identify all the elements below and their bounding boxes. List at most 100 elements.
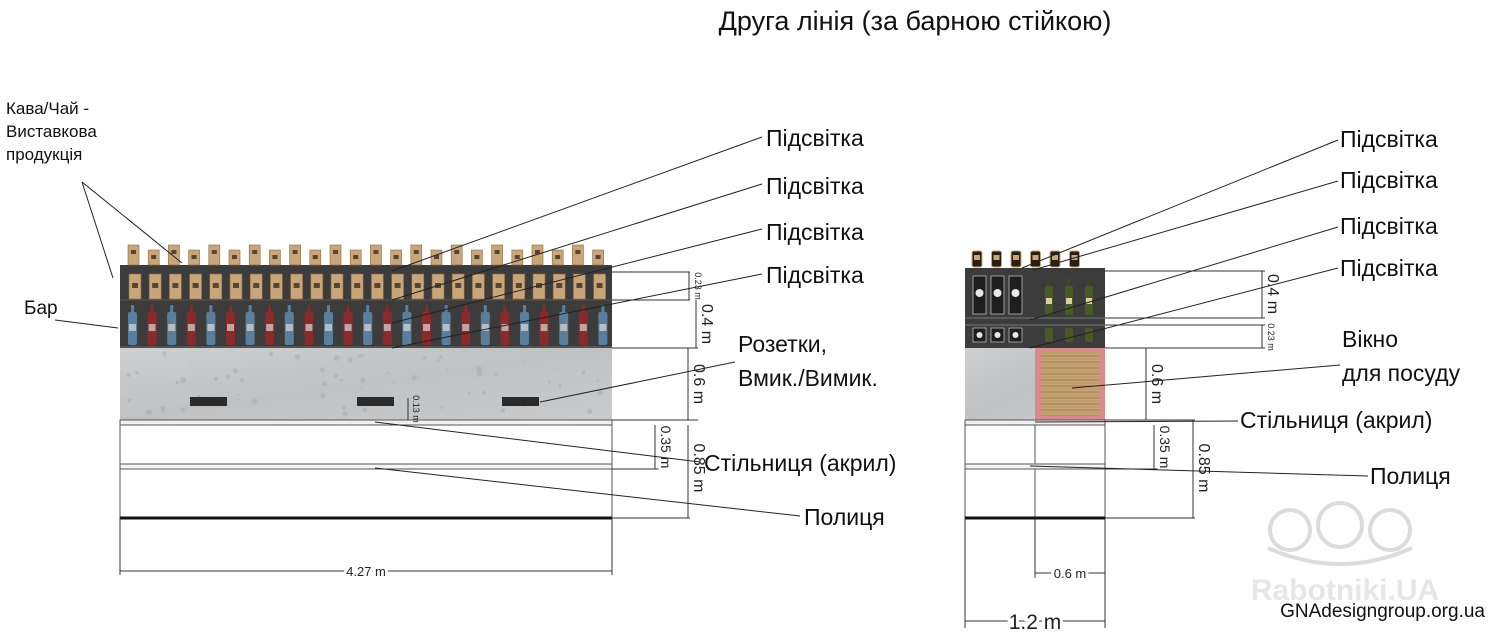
wall-speckle (340, 356, 343, 359)
wall-speckle (554, 368, 557, 370)
wall-speckle (467, 391, 471, 395)
bottle-neck (131, 305, 134, 312)
bottle-label (207, 324, 215, 331)
callout-light-2: Підсвітка (766, 173, 864, 199)
right-elevation: 0.6 m 1.2 m 0.4 m 0.23 m 0.6 m 0.35 m 0.… (964, 126, 1461, 637)
product-box-label (576, 283, 583, 288)
wall-speckle (475, 366, 482, 372)
top-box (208, 244, 221, 266)
bottle-label (285, 324, 293, 331)
wall-speckle (360, 353, 364, 357)
bottle-label (227, 324, 234, 331)
bottle-label (579, 324, 587, 331)
right-dim-lower-shelf: 0.23 m (1266, 323, 1276, 351)
wine-neck (1087, 278, 1090, 286)
bottle-neck (562, 305, 566, 312)
right-dim-countertop-gap: 0.35 m (1157, 426, 1173, 469)
callout-coffee-tea-line3: продукція (6, 145, 82, 164)
callout-shelf-left: Полиця (804, 504, 885, 530)
credit-text: GNAdesigngroup.org.ua (1280, 601, 1485, 622)
wall-speckle (362, 407, 367, 413)
product-box-label (354, 283, 361, 288)
bottle-neck (248, 305, 252, 312)
left-countertop (119, 419, 613, 426)
wall-speckle (360, 377, 366, 383)
top-box (289, 244, 301, 266)
top-box (248, 244, 261, 266)
product-box-label (515, 283, 522, 288)
right-dim-counter-height: 0.85 m (1195, 444, 1212, 493)
top-box-label (434, 255, 439, 259)
top-box-label (211, 250, 217, 254)
left-wall-texture (126, 351, 603, 417)
wall-speckle (240, 378, 245, 383)
right-top-bottles (971, 250, 1080, 268)
top-box (127, 244, 140, 266)
top-bottle-label (1013, 255, 1019, 260)
wine-neck (1047, 278, 1050, 286)
wall-speckle (500, 408, 505, 413)
wine-bottle-small (1065, 328, 1073, 342)
bottle-neck (287, 305, 291, 312)
left-dim-wall: 0.6 m (690, 364, 707, 404)
wall-speckle (558, 384, 562, 388)
bottle-label (383, 324, 391, 331)
wall-speckle (134, 371, 139, 375)
bottle-neck (150, 305, 154, 312)
product-box-label (495, 283, 502, 288)
wall-speckle (126, 372, 131, 378)
wine-label (1066, 298, 1072, 304)
diagram-title: Друга лінія (за барною стійкою) (719, 6, 1112, 36)
top-bottle-label (993, 255, 1000, 260)
product-box-label (596, 283, 603, 288)
left-socket-1 (190, 397, 227, 406)
left-bottles (128, 305, 608, 345)
bottle-neck (170, 305, 174, 312)
product-box-label (374, 283, 381, 288)
bottle-neck (503, 305, 507, 312)
bottle-neck (542, 305, 546, 312)
right-dim-window-width: 0.6 m (1054, 566, 1087, 581)
top-box-label (171, 250, 177, 254)
bottle-neck (229, 305, 232, 312)
wall-speckle (236, 393, 239, 397)
wall-speckle (481, 390, 486, 395)
product-box-label (313, 283, 320, 288)
wall-speckle (440, 406, 444, 409)
wall-speckle (294, 354, 301, 360)
callout-light-3: Підсвітка (766, 219, 864, 245)
bottle-label (403, 324, 411, 331)
wall-speckle (587, 408, 593, 415)
right-countertop (964, 419, 1106, 426)
wine-bottle-small (1045, 328, 1053, 342)
top-box-label (575, 250, 581, 254)
top-box-label (595, 255, 601, 259)
left-elevation: 4.27 m 0.23 m 0.4 m 0.6 m 0.13 m 0.35 m … (6, 99, 896, 582)
bottle-label (462, 324, 470, 331)
top-box (572, 244, 584, 266)
top-bottle-label (974, 255, 980, 260)
wall-speckle (476, 370, 483, 377)
left-socket-3 (502, 397, 539, 406)
bottle-label (481, 324, 489, 331)
left-width-dim: 4.27 m (346, 564, 386, 579)
top-box-label (151, 255, 157, 259)
left-wall (120, 348, 612, 420)
callout-right-light-3: Підсвітка (1340, 213, 1438, 239)
wall-speckle (160, 406, 165, 411)
top-box-label (312, 255, 318, 259)
wall-speckle (597, 390, 603, 396)
callout-bar: Бар (24, 298, 58, 319)
top-box-label (252, 250, 258, 254)
wall-speckle (548, 380, 551, 384)
bottle-label (442, 324, 450, 331)
wall-speckle (319, 367, 325, 373)
top-box-label (353, 255, 359, 259)
bottle-label (344, 324, 352, 331)
top-box (450, 244, 463, 266)
bottle-neck (523, 305, 526, 312)
wall-speckle (333, 354, 340, 361)
wall-speckle (320, 393, 326, 398)
tea-pack-small-emblem (976, 332, 983, 338)
bottle-label (246, 324, 254, 331)
